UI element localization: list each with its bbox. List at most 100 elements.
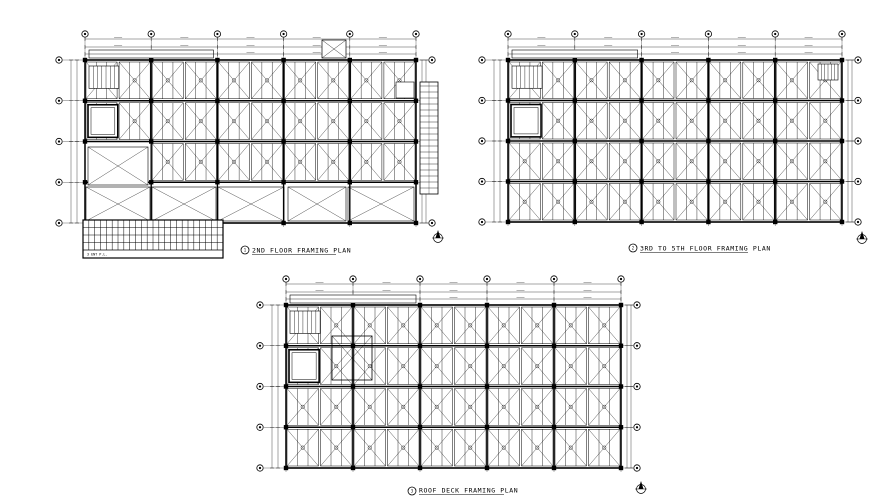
column bbox=[281, 139, 286, 144]
grid-bubble-dot bbox=[856, 180, 860, 183]
column bbox=[484, 425, 490, 430]
diagonal-brace bbox=[742, 61, 775, 99]
framing-bay bbox=[218, 61, 250, 99]
diagonal-brace bbox=[575, 102, 608, 140]
bay-tag bbox=[331, 159, 336, 164]
diagonal-brace bbox=[350, 102, 383, 140]
grid-bubble-dot bbox=[635, 385, 639, 388]
bay-tag bbox=[364, 119, 369, 124]
framing-bay bbox=[454, 388, 487, 426]
column bbox=[347, 220, 352, 226]
bay-tag bbox=[468, 445, 473, 450]
framing-bay bbox=[487, 429, 520, 467]
bay-outline bbox=[284, 61, 316, 99]
column bbox=[706, 57, 711, 63]
bay-tag bbox=[501, 404, 506, 409]
diagonal-brace bbox=[320, 429, 353, 467]
bay-tag bbox=[231, 78, 236, 83]
column bbox=[347, 180, 352, 185]
column bbox=[82, 139, 88, 144]
framing-bay bbox=[185, 61, 217, 99]
bay-outline bbox=[420, 429, 453, 467]
bay-tag bbox=[165, 78, 170, 83]
bay-tag bbox=[556, 159, 561, 164]
diagonal-brace bbox=[487, 388, 520, 426]
diagonal-brace bbox=[387, 306, 420, 344]
framing-bay bbox=[487, 388, 520, 426]
diagonal-brace bbox=[809, 183, 842, 221]
framing-bay bbox=[575, 183, 608, 221]
bay-tag bbox=[434, 364, 439, 369]
diagonal-brace bbox=[217, 186, 285, 222]
grid-bubble-dot bbox=[258, 426, 262, 429]
framing-bay bbox=[508, 183, 541, 221]
framing-bay bbox=[284, 143, 316, 181]
bay-outline bbox=[809, 61, 842, 99]
diagonal-brace bbox=[353, 306, 386, 344]
framing-bay bbox=[317, 61, 350, 99]
diagonal-brace bbox=[85, 186, 151, 222]
diagonal-brace bbox=[286, 388, 319, 426]
diagonal-brace bbox=[317, 143, 349, 181]
plan-title-2: 2 3RD TO 5TH FLOOR FRAMING PLAN bbox=[628, 243, 770, 253]
bay-tag bbox=[535, 364, 540, 369]
grid-bubble-icon bbox=[412, 30, 420, 38]
bay-tag bbox=[300, 445, 305, 450]
diagonal-brace bbox=[152, 61, 184, 99]
framing-bay bbox=[742, 61, 775, 99]
framing-bay bbox=[542, 61, 575, 99]
diagonal-brace bbox=[554, 429, 587, 467]
bay-outline bbox=[185, 61, 217, 99]
bay-outline bbox=[608, 102, 641, 140]
bay-tag bbox=[367, 364, 372, 369]
grid-bubble-icon bbox=[55, 137, 63, 146]
column bbox=[505, 219, 511, 225]
bay-outline bbox=[284, 102, 316, 140]
diagonal-brace bbox=[251, 61, 283, 99]
bay-outline bbox=[675, 102, 708, 140]
grid-bubble-dot bbox=[856, 99, 860, 102]
framing-bay bbox=[675, 102, 708, 140]
diagonal-brace bbox=[420, 388, 453, 426]
diagonal-brace bbox=[320, 388, 353, 426]
bay-tag bbox=[397, 159, 402, 164]
bay-tag bbox=[622, 199, 627, 204]
diagonal-brace bbox=[487, 347, 520, 385]
column bbox=[347, 57, 352, 63]
column bbox=[215, 57, 220, 63]
diagonal-brace bbox=[286, 429, 319, 467]
bay-tag bbox=[723, 199, 728, 204]
column bbox=[572, 98, 577, 103]
framing-bay bbox=[185, 102, 217, 140]
grid-bubble-dot bbox=[619, 277, 623, 281]
plan-title: ROOF DECK FRAMING PLAN bbox=[419, 487, 518, 495]
bay-outline bbox=[588, 429, 621, 467]
bay-tag bbox=[789, 78, 794, 83]
diagonal-brace bbox=[320, 306, 353, 344]
column bbox=[484, 384, 490, 389]
elevator-core bbox=[288, 348, 320, 384]
elevator-core bbox=[510, 103, 542, 138]
bay-tag bbox=[689, 78, 694, 83]
grid-bubble-dot bbox=[480, 58, 484, 62]
framing-bay bbox=[642, 61, 675, 99]
bay-outline bbox=[588, 388, 621, 426]
bay-tag bbox=[401, 404, 406, 409]
framing-bay bbox=[675, 183, 708, 221]
column bbox=[281, 98, 286, 103]
bay-tag bbox=[334, 404, 339, 409]
grid-bubble-dot bbox=[284, 277, 288, 281]
bay-tag bbox=[334, 323, 339, 328]
bay-outline bbox=[642, 183, 675, 221]
bay-outline bbox=[454, 306, 487, 344]
bay-outline bbox=[608, 183, 641, 221]
column bbox=[618, 465, 624, 471]
bay-outline bbox=[151, 143, 184, 181]
grid-bubble-icon bbox=[478, 137, 486, 145]
bay-outline bbox=[809, 142, 842, 180]
framing-bay bbox=[420, 388, 453, 426]
bay-tag bbox=[132, 78, 137, 83]
diagonal-brace bbox=[420, 347, 453, 385]
grid-bubble-icon bbox=[256, 464, 264, 472]
grid-bubble-icon bbox=[428, 219, 436, 227]
